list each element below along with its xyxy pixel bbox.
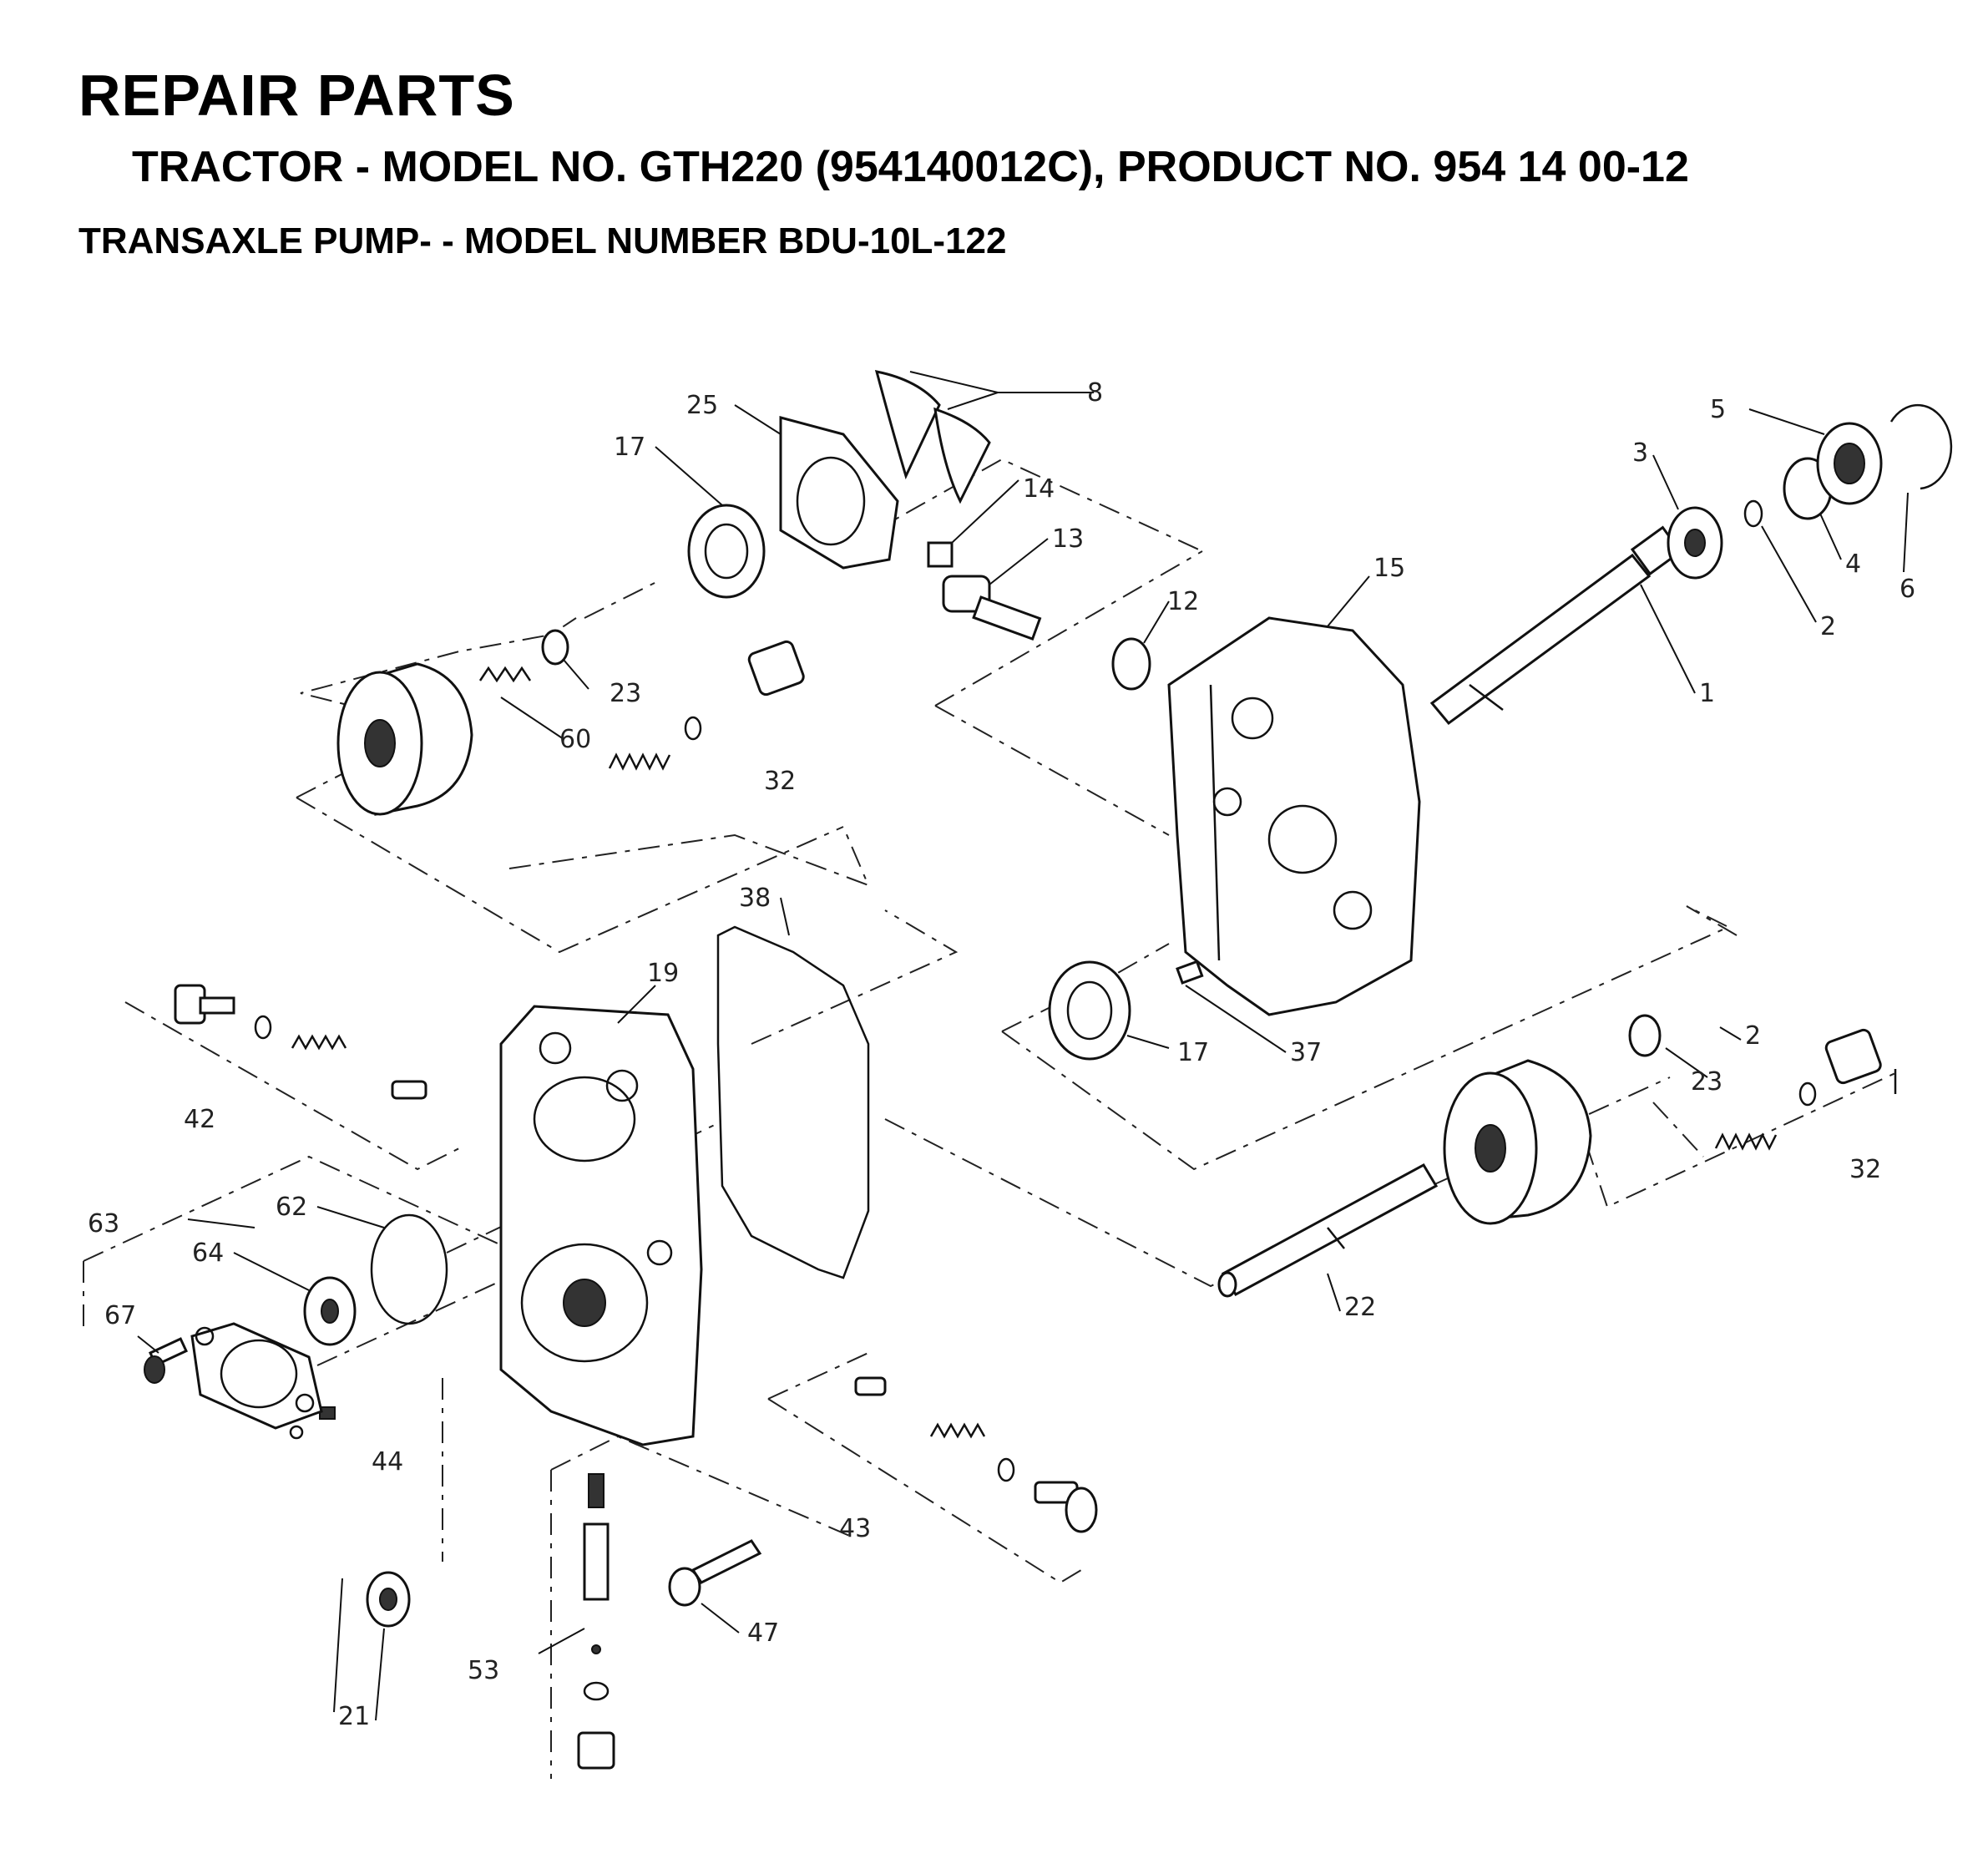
callout-23b: 23 <box>1691 1067 1722 1097</box>
o-ring-part-2 <box>1743 499 1763 528</box>
gerotor-part-64 <box>303 1276 357 1346</box>
cylinder-block-upper <box>336 662 473 816</box>
callout-2a: 2 <box>1820 612 1836 641</box>
bearing-part-17b <box>1048 960 1131 1061</box>
callout-22: 22 <box>1344 1293 1376 1322</box>
callout-63: 63 <box>88 1209 119 1238</box>
callout-15: 15 <box>1373 554 1405 583</box>
callout-47: 47 <box>747 1618 779 1648</box>
bolt-part-47 <box>668 1539 762 1607</box>
callout-17b: 17 <box>1177 1038 1209 1067</box>
callout-60: 60 <box>559 725 591 754</box>
o-ring-part-23b <box>1628 1014 1662 1057</box>
callout-37: 37 <box>1290 1038 1322 1067</box>
callout-17a: 17 <box>614 433 645 462</box>
callout-12: 12 <box>1167 587 1199 616</box>
callout-2b: 2 <box>1745 1021 1761 1051</box>
screw-part-67 <box>144 1337 189 1384</box>
callout-44: 44 <box>372 1447 403 1477</box>
trunnion-part-13 <box>942 575 1042 641</box>
housing-part-15 <box>1167 616 1421 1016</box>
retaining-ring-part-6 <box>1889 403 1953 490</box>
valve-part-53 <box>577 1473 615 1770</box>
callout-6: 6 <box>1899 575 1915 604</box>
page-title: REPAIR PARTS <box>78 63 515 128</box>
callout-21: 21 <box>338 1702 370 1731</box>
callout-8: 8 <box>1087 378 1103 408</box>
callout-42: 42 <box>184 1105 215 1134</box>
relief-valve-part-43 <box>854 1376 1098 1533</box>
model-subtitle: TRACTOR - MODEL NO. GTH220 (954140012C),… <box>132 143 1689 191</box>
callout-43: 43 <box>839 1514 871 1543</box>
callout-5: 5 <box>1710 395 1726 424</box>
callout-14: 14 <box>1023 474 1055 504</box>
center-section-part-19 <box>499 1005 703 1446</box>
callout-3: 3 <box>1632 438 1648 468</box>
charge-pump-cover-part-63 <box>190 1322 323 1430</box>
callout-4: 4 <box>1845 550 1861 579</box>
cylinder-block-lower <box>1443 1059 1592 1225</box>
leader-lines <box>137 371 1909 1721</box>
o-ring-part-23a <box>541 629 569 666</box>
bearing-part-3 <box>1667 506 1723 580</box>
assembly-guide-lines <box>83 458 1897 1779</box>
callout-23a: 23 <box>610 679 641 708</box>
pin-part-37 <box>1176 960 1204 985</box>
gasket-part-38 <box>716 925 870 1279</box>
bearing-part-17a <box>687 504 766 599</box>
section-title: TRANSAXLE PUMP- - MODEL NUMBER BDU-10L-1… <box>78 220 1007 261</box>
input-shaft-part-1 <box>1429 525 1682 726</box>
seal-part-12 <box>1111 637 1151 691</box>
callout-32a: 32 <box>764 767 796 796</box>
swashplate-part-25 <box>779 416 899 570</box>
callout-67: 67 <box>104 1301 136 1330</box>
seal-part-5 <box>1816 422 1883 505</box>
output-shaft-part-22 <box>1217 1163 1439 1298</box>
callout-19: 19 <box>647 959 679 988</box>
callout-13: 13 <box>1052 524 1084 554</box>
block-part-14 <box>927 541 954 568</box>
callout-labels: 1 2 2 3 4 5 6 8 12 13 14 15 17 17 19 21 … <box>88 378 1915 1731</box>
seal-part-21 <box>366 1571 411 1628</box>
spring-part-60 <box>478 666 532 683</box>
callout-62: 62 <box>276 1193 307 1222</box>
relief-valve-part-42 <box>174 984 427 1100</box>
callout-53: 53 <box>468 1656 499 1685</box>
shim-parts-8 <box>874 370 991 504</box>
callout-32b: 32 <box>1849 1155 1881 1184</box>
callout-25: 25 <box>686 391 718 420</box>
gasket-part-62 <box>370 1213 448 1325</box>
callout-1: 1 <box>1699 679 1715 708</box>
callout-64: 64 <box>192 1238 224 1268</box>
check-valve-part-32b <box>1714 1028 1882 1151</box>
callout-38: 38 <box>739 884 771 913</box>
bypass-part-44 <box>289 1406 336 1440</box>
check-valve-part-32a <box>608 640 805 771</box>
